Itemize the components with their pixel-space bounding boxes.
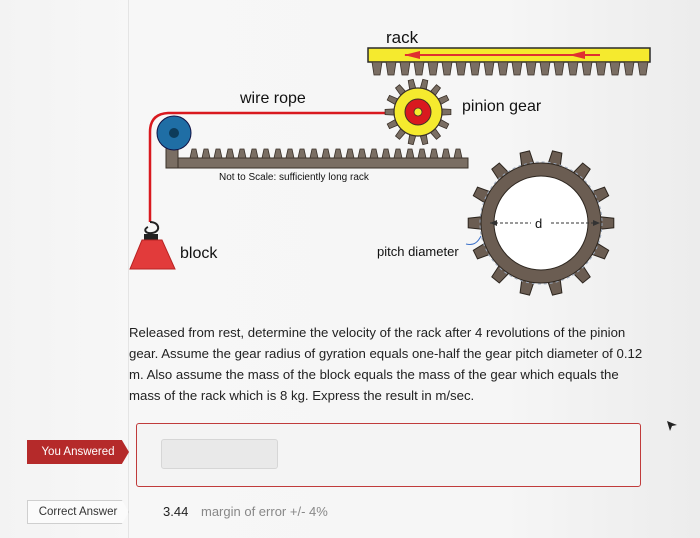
mechanism-diagram bbox=[129, 47, 651, 296]
gear-tooth bbox=[357, 148, 367, 159]
gear-tooth bbox=[511, 61, 523, 76]
gear-tooth bbox=[441, 108, 452, 116]
gear-tooth bbox=[595, 61, 607, 76]
wire-rope-label: wire rope bbox=[240, 90, 306, 107]
gear-tooth bbox=[539, 61, 551, 76]
gear-tooth bbox=[417, 148, 427, 159]
gear-tooth bbox=[441, 148, 451, 159]
gear-tooth bbox=[441, 61, 453, 76]
pulley bbox=[156, 115, 192, 151]
block bbox=[129, 221, 176, 270]
gear-tooth bbox=[384, 108, 395, 116]
gear-tooth bbox=[249, 148, 259, 159]
gear-tooth bbox=[371, 61, 383, 76]
answer-input[interactable] bbox=[161, 439, 278, 469]
gear-tooth bbox=[201, 148, 211, 159]
gear-tooth bbox=[273, 148, 283, 159]
rack bbox=[367, 47, 651, 76]
gear-tooth bbox=[309, 148, 319, 159]
pitch-diameter-label: pitch diameter bbox=[377, 244, 459, 259]
gear-tooth bbox=[225, 148, 235, 159]
pinion-gear bbox=[384, 78, 452, 146]
margin-of-error: margin of error +/- 4% bbox=[201, 504, 328, 519]
gear-tooth bbox=[581, 61, 593, 76]
problem-figure: rack wire rope pinion gear Not to Scale:… bbox=[129, 28, 651, 296]
scale-note: Not to Scale: sufficiently long rack bbox=[219, 172, 369, 183]
gear-tooth bbox=[469, 61, 481, 76]
gear-tooth bbox=[525, 61, 537, 76]
correct-answer-badge: Correct Answer bbox=[27, 500, 129, 524]
correct-answer-value: 3.44 bbox=[163, 504, 189, 519]
gear-tooth bbox=[237, 148, 247, 159]
gear-tooth bbox=[333, 148, 343, 159]
gear-tooth bbox=[381, 148, 391, 159]
block-label: block bbox=[180, 245, 218, 262]
gear-tooth bbox=[497, 61, 509, 76]
gear-tooth bbox=[297, 148, 307, 159]
gear-tooth bbox=[623, 61, 635, 76]
gear-tooth bbox=[321, 148, 331, 159]
rack-arrow-icon bbox=[569, 51, 585, 59]
gear-tooth bbox=[213, 148, 223, 159]
wire-rope bbox=[148, 111, 418, 222]
gear-tooth bbox=[455, 61, 467, 76]
gear-tooth bbox=[405, 148, 415, 159]
gear-tooth bbox=[399, 61, 411, 76]
divider bbox=[128, 0, 129, 538]
large-gear bbox=[465, 150, 615, 296]
gear-tooth bbox=[453, 148, 463, 159]
you-answered-badge: You Answered bbox=[27, 440, 129, 464]
gear-tooth bbox=[429, 148, 439, 159]
diameter-symbol: d bbox=[535, 216, 543, 231]
pinion-gear-label: pinion gear bbox=[462, 98, 542, 115]
gear-tooth bbox=[567, 61, 579, 76]
gear-tooth bbox=[637, 61, 649, 76]
gear-tooth bbox=[553, 61, 565, 76]
gear-tooth bbox=[427, 61, 439, 76]
pointer-cursor-icon bbox=[667, 421, 677, 431]
gear-tooth bbox=[483, 61, 495, 76]
gear-tooth bbox=[413, 61, 425, 76]
gear-tooth bbox=[285, 148, 295, 159]
rack-label: rack bbox=[386, 28, 419, 47]
gear-tooth bbox=[345, 148, 355, 159]
gear-tooth bbox=[393, 148, 403, 159]
question-text: Released from rest, determine the veloci… bbox=[129, 325, 643, 403]
gear-tooth bbox=[189, 148, 199, 159]
rack-arrow-icon bbox=[404, 51, 420, 59]
gear-tooth bbox=[609, 61, 621, 76]
gear-tooth bbox=[385, 61, 397, 76]
gear-tooth bbox=[261, 148, 271, 159]
gear-tooth bbox=[369, 148, 379, 159]
